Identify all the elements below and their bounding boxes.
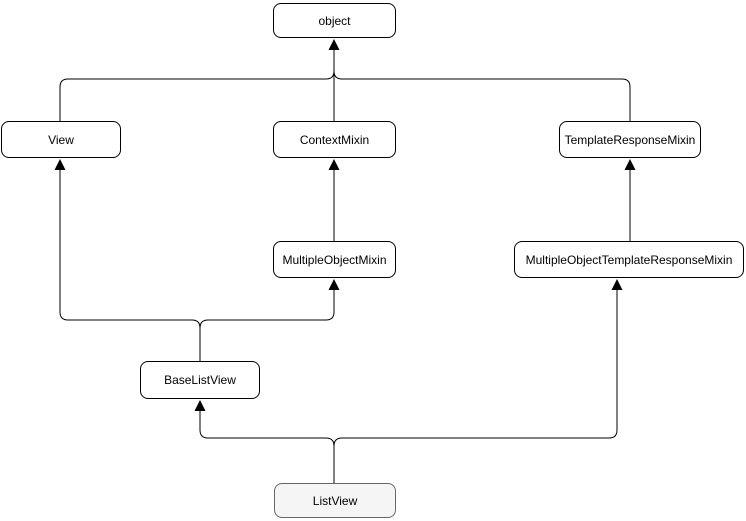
node-multiple-object-template-response-mixin: MultipleObjectTemplateResponseMixin	[514, 241, 744, 278]
node-base-list-view-label: BaseListView	[164, 373, 236, 387]
node-context-mixin: ContextMixin	[273, 121, 396, 158]
node-object: object	[273, 3, 396, 38]
node-template-response-mixin: TemplateResponseMixin	[559, 121, 701, 158]
node-object-label: object	[318, 13, 351, 28]
edge-listview-motrm	[333, 279, 623, 483]
node-multiple-object-mixin-label: MultipleObjectMixin	[282, 252, 387, 267]
node-view-label: View	[48, 132, 74, 147]
node-context-mixin-label: ContextMixin	[299, 132, 370, 147]
node-multiple-object-template-response-mixin-label: MultipleObjectTemplateResponseMixin	[525, 252, 733, 267]
node-multiple-object-mixin: MultipleObjectMixin	[273, 241, 396, 278]
edge-listview-baselistview	[194, 400, 335, 483]
edge-baselistview-multipleobjectmixin	[199, 279, 340, 361]
edge-view-object	[59, 70, 335, 121]
node-view: View	[1, 121, 121, 158]
node-template-response-mixin-label: TemplateResponseMixin	[564, 132, 696, 147]
node-list-view-label: ListView	[312, 493, 358, 508]
node-base-list-view: BaseListView	[140, 361, 260, 399]
edge-baselistview-view	[54, 159, 201, 361]
node-list-view: ListView	[274, 483, 396, 518]
edge-templateresponsemixin-object	[333, 70, 631, 121]
